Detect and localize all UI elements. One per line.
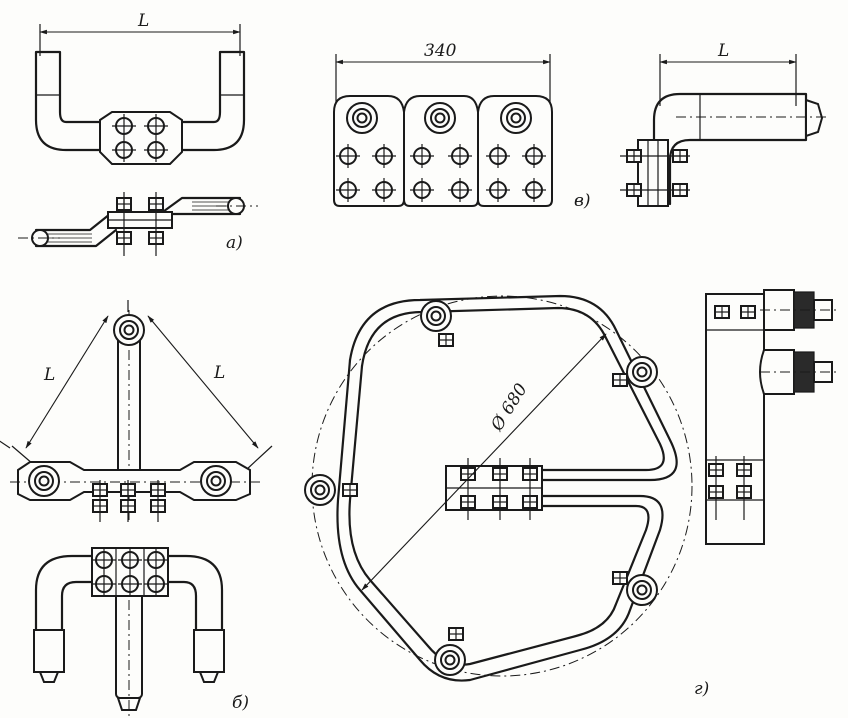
plan-view-b [33, 547, 225, 716]
dim-line-L-b-left [25, 315, 109, 449]
dim-label-d680: Ø 680 [487, 380, 532, 436]
side-view-g [705, 289, 840, 545]
side-view-a [18, 192, 258, 256]
figure-label-g: г) [694, 679, 709, 699]
figure-b-branch-compensator: L L [0, 300, 273, 716]
figure-a-bus-compensator: L [18, 11, 258, 256]
figure-g-circular-compensator: Ø 680 г) [304, 294, 709, 699]
dim-label-L-v: L [717, 41, 729, 61]
dim-line-L-b-right [147, 315, 259, 449]
side-view-v: L [620, 41, 826, 207]
bolted-plate-a [99, 111, 183, 165]
pentagon-bus-outer [348, 294, 678, 482]
figure-label-v: в) [574, 191, 591, 211]
dim-label-L-b-left: L [43, 365, 55, 385]
dim-label-L-a: L [137, 11, 149, 31]
dim-label-340: 340 [424, 41, 457, 61]
figure-v-triple-clamp: 340 в) L [333, 41, 826, 211]
figure-label-b: б) [232, 693, 249, 713]
dim-label-L-b-right: L [213, 363, 225, 383]
diameter-circle-680 [311, 295, 693, 677]
dim-line-d680 [361, 333, 607, 591]
u-bus-outline-a [34, 50, 110, 152]
figure-label-a: а) [226, 233, 243, 253]
